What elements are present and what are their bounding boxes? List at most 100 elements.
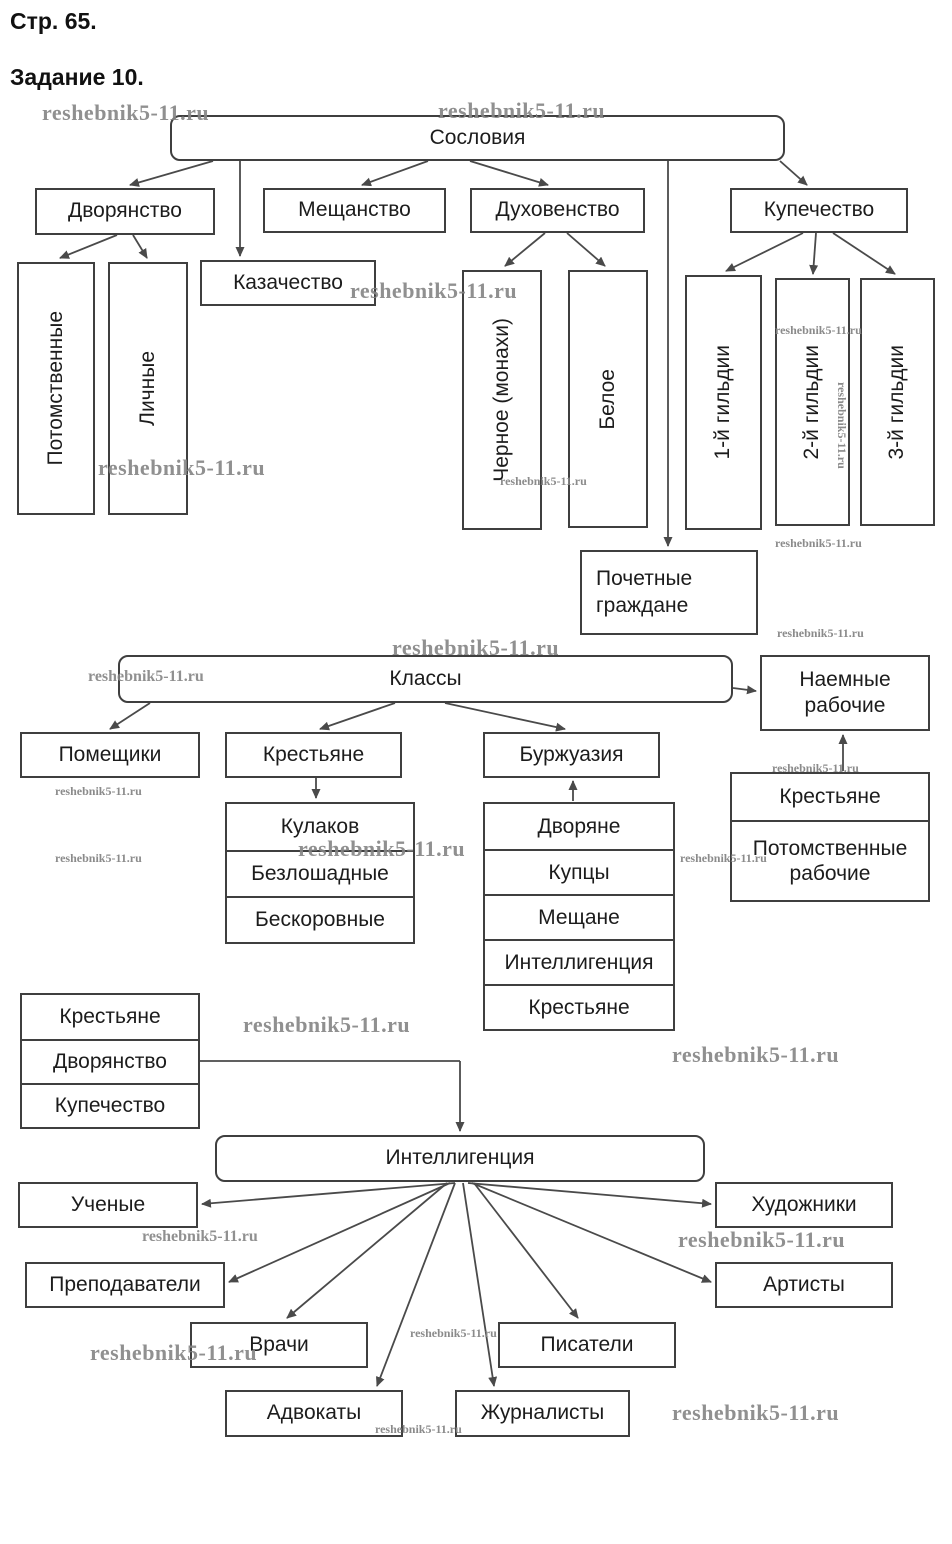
- arrow-estates-merchants: [779, 160, 808, 186]
- merchants-box: Купечество: [730, 188, 908, 233]
- bourgeoisie-origin-row: Крестьяне: [485, 984, 673, 1029]
- hired-origins-stack: Крестьяне Потомственные рабочие: [730, 772, 930, 902]
- page-number-label: Стр. 65.: [10, 8, 97, 34]
- arrow-clergy-black: [504, 232, 546, 267]
- watermark: reshebnik5-11.ru: [772, 761, 859, 775]
- watermark: reshebnik5-11.ru: [678, 1227, 846, 1252]
- intelligentsia-origins-stack: Крестьяне Дворянство Купечество: [20, 993, 200, 1129]
- arrow-intelligentsia-scientists: [201, 1182, 456, 1208]
- clergy-box: Духовенство: [470, 188, 645, 233]
- guild2-label: 2-й гильдии: [800, 344, 824, 460]
- watermark: reshebnik5-11.ru: [42, 100, 210, 125]
- arrow-classes-peasants: [319, 702, 396, 731]
- guild3-box: 3-й гильдии: [860, 278, 935, 526]
- arrow-intelligentsia-performers: [471, 1182, 712, 1283]
- intelligentsia-origin-row: Купечество: [22, 1083, 198, 1127]
- guild3-label: 3-й гильдии: [885, 344, 909, 460]
- arrow-intelligentsia-lawyers: [376, 1182, 456, 1387]
- arrow-classes-hired-workers: [732, 685, 757, 695]
- watermark: reshebnik5-11.ru: [88, 668, 204, 685]
- bourgeoisie-origin-row: Интеллигенция: [485, 939, 673, 984]
- bourgeoisie-origin-row: Купцы: [485, 849, 673, 894]
- guild1-label: 1-й гильдии: [711, 345, 735, 460]
- arrow-nobility-hereditary: [59, 234, 118, 259]
- intelligentsia-origin-row: Дворянство: [22, 1039, 198, 1083]
- arrow-estates-clergy: [469, 160, 549, 187]
- arrow-merchants-guild1: [725, 232, 804, 272]
- peasants-box: Крестьяне: [225, 732, 402, 778]
- arrow-nobility-personal: [132, 234, 148, 259]
- watermark: reshebnik5-11.ru: [775, 536, 862, 550]
- doctors-box: Врачи: [190, 1322, 368, 1368]
- white-clergy-label: Белое: [595, 368, 619, 430]
- writers-box: Писатели: [498, 1322, 676, 1368]
- watermark: reshebnik5-11.ru: [55, 784, 142, 798]
- watermark: reshebnik5-11.ru: [90, 1340, 258, 1365]
- arrow-merchants-guild3: [832, 232, 896, 275]
- watermark: reshebnik5-11.ru: [775, 323, 862, 337]
- guild2-box: 2-й гильдии: [775, 278, 850, 526]
- classes-root-box: Классы: [118, 655, 733, 703]
- personal-nobility-label: Личные: [135, 351, 159, 426]
- intelligentsia-origin-row: Крестьяне: [59, 1005, 161, 1029]
- arrow-classes-landowners: [109, 702, 151, 730]
- arrow-intelligentsia-doctors: [286, 1182, 448, 1319]
- watermark: reshebnik5-11.ru: [392, 635, 560, 660]
- watermark: reshebnik5-11.ru: [410, 1326, 497, 1340]
- peasant-type-row: Безлошадные: [227, 850, 413, 896]
- arrow-classes-bourgeoisie: [444, 702, 566, 732]
- honorary-citizens-box: Почетные граждане: [580, 550, 758, 635]
- watermark: reshebnik5-11.ru: [243, 1012, 411, 1037]
- hired-origin-row: Потомственные рабочие: [732, 820, 928, 900]
- peasant-type-row: Кулаков: [280, 815, 360, 839]
- black-clergy-box: Черное (монахи): [462, 270, 542, 530]
- scientists-box: Ученые: [18, 1182, 198, 1228]
- watermark: reshebnik5-11.ru: [55, 851, 142, 865]
- cossacks-box: Казачество: [200, 260, 376, 306]
- petty-bourgeois-box: Мещанство: [263, 188, 446, 233]
- watermark: reshebnik5-11.ru: [350, 278, 518, 303]
- guild1-box: 1-й гильдии: [685, 275, 762, 530]
- nobility-box: Дворянство: [35, 188, 215, 235]
- watermark: reshebnik5-11.ru: [835, 382, 849, 469]
- peasant-types-stack: Кулаков Безлошадные Бескоровные: [225, 802, 415, 944]
- hereditary-nobility-box: Потомственные: [17, 262, 95, 515]
- black-clergy-label: Черное (монахи): [489, 318, 513, 482]
- journalists-box: Журналисты: [455, 1390, 630, 1437]
- task-label: Задание 10.: [10, 64, 144, 90]
- watermark: reshebnik5-11.ru: [672, 1400, 840, 1425]
- bourgeoisie-origin-row: Дворяне: [537, 814, 621, 838]
- performers-box: Артисты: [715, 1262, 893, 1308]
- arrow-intelligentsia-painters: [467, 1182, 712, 1208]
- lawyers-box: Адвокаты: [225, 1390, 403, 1437]
- arrow-clergy-white: [566, 232, 606, 267]
- watermark: reshebnik5-11.ru: [500, 474, 587, 488]
- watermark: reshebnik5-11.ru: [375, 1422, 462, 1436]
- watermark: reshebnik5-11.ru: [142, 1228, 258, 1245]
- watermark: reshebnik5-11.ru: [672, 1042, 840, 1067]
- watermark: reshebnik5-11.ru: [98, 455, 266, 480]
- bourgeoisie-box: Буржуазия: [483, 732, 660, 778]
- painters-box: Художники: [715, 1182, 893, 1228]
- arrow-intelligentsia-journalists: [462, 1182, 498, 1387]
- watermark: reshebnik5-11.ru: [438, 98, 606, 123]
- watermark: reshebnik5-11.ru: [298, 836, 466, 861]
- personal-nobility-box: Личные: [108, 262, 188, 515]
- arrow-merchants-guild2: [809, 232, 819, 275]
- white-clergy-box: Белое: [568, 270, 648, 528]
- hereditary-nobility-label: Потомственные: [43, 311, 67, 466]
- hired-workers-box: Наемные рабочие: [760, 655, 930, 731]
- arrow-intelligentsia-writers: [473, 1182, 579, 1319]
- arrow-estates-nobility: [129, 160, 214, 187]
- estates-root-box: Сословия: [170, 115, 785, 161]
- bourgeoisie-origins-stack: Дворяне Купцы Мещане Интеллигенция Крест…: [483, 802, 675, 1031]
- watermark: reshebnik5-11.ru: [680, 851, 767, 865]
- watermark: reshebnik5-11.ru: [777, 626, 864, 640]
- intelligentsia-root-box: Интеллигенция: [215, 1135, 705, 1182]
- peasant-type-row: Бескоровные: [227, 896, 413, 942]
- bourgeoisie-origin-row: Мещане: [485, 894, 673, 939]
- hired-origin-row: Крестьяне: [779, 785, 881, 809]
- arrow-estates-petty-bourgeois: [361, 160, 429, 187]
- teachers-box: Преподаватели: [25, 1262, 225, 1308]
